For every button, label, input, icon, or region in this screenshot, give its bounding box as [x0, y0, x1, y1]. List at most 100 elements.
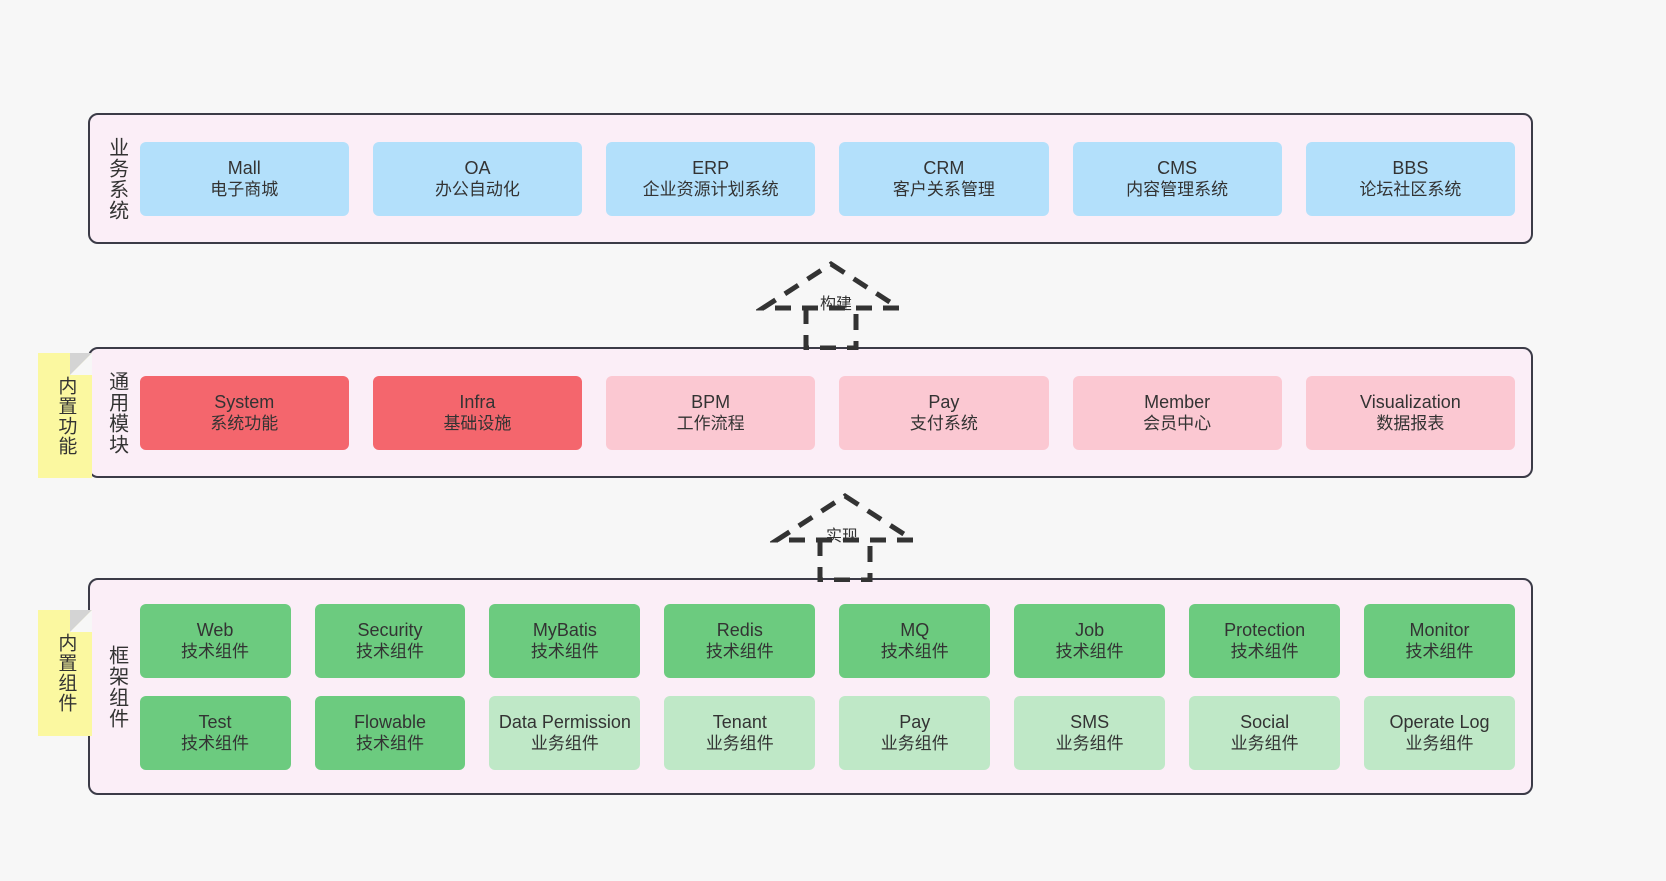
framework-card-social[interactable]: Social 业务组件 — [1189, 695, 1341, 770]
card-title-en: Web — [196, 619, 234, 640]
framework-card-sms[interactable]: SMS 业务组件 — [1014, 695, 1166, 770]
card-title-en: Operate Log — [1389, 711, 1490, 732]
common-card-pay[interactable]: Pay 支付系统 — [839, 375, 1049, 450]
layer-common-caption: 通用模块 — [105, 370, 128, 455]
card-title-cn: 业务组件 — [1055, 734, 1124, 754]
business-card-mall[interactable]: Mall 电子商城 — [139, 141, 349, 216]
card-title-cn: 数据报表 — [1376, 414, 1445, 434]
card-title-cn: 技术组件 — [705, 642, 774, 662]
common-card-member[interactable]: Member 会员中心 — [1072, 375, 1282, 450]
layer-framework-component: 框架组件 Web 技术组件 Security 技术组件 MyBatis 技术组件… — [88, 578, 1533, 795]
card-title-en: Tenant — [712, 711, 767, 732]
card-title-cn: 技术组件 — [181, 642, 250, 662]
framework-card-operate-log[interactable]: Operate Log 业务组件 — [1364, 695, 1515, 770]
card-title-cn: 技术组件 — [355, 642, 424, 662]
layer-business-caption: 业务系统 — [105, 136, 128, 221]
framework-card-mq[interactable]: MQ 技术组件 — [839, 603, 991, 678]
card-title-en: Flowable — [353, 711, 426, 732]
card-title-en: MQ — [900, 619, 930, 640]
connector-implement-arrow: 实现 — [770, 490, 920, 582]
card-title-en: OA — [464, 157, 491, 178]
generalization-arrow-icon — [756, 261, 906, 350]
card-title-en: Test — [198, 711, 232, 732]
card-title-en: Mall — [227, 157, 261, 178]
framework-card-test[interactable]: Test 技术组件 — [139, 695, 291, 770]
framework-card-data-permission[interactable]: Data Permission 业务组件 — [489, 695, 641, 770]
card-title-cn: 内容管理系统 — [1126, 180, 1229, 200]
card-title-cn: 技术组件 — [1230, 642, 1299, 662]
business-card-bbs[interactable]: BBS 论坛社区系统 — [1305, 141, 1515, 216]
card-title-cn: 业务组件 — [705, 734, 774, 754]
card-title-cn: 电子商城 — [210, 180, 279, 200]
card-title-en: CRM — [923, 157, 965, 178]
card-title-en: SMS — [1070, 711, 1110, 732]
common-cards-area: System 系统功能 Infra 基础设施 BPM 工作流程 Pay 支付系统… — [139, 349, 1531, 476]
card-title-en: Job — [1075, 619, 1105, 640]
common-card-visualization[interactable]: Visualization 数据报表 — [1305, 375, 1515, 450]
card-title-cn: 技术组件 — [1055, 642, 1124, 662]
sticky-note-builtin-components: 内置组件 — [38, 610, 92, 736]
card-title-en: Pay — [928, 391, 960, 412]
business-card-cms[interactable]: CMS 内容管理系统 — [1072, 141, 1282, 216]
framework-card-flowable[interactable]: Flowable 技术组件 — [314, 695, 466, 770]
card-title-en: Social — [1240, 711, 1290, 732]
framework-card-pay[interactable]: Pay 业务组件 — [839, 695, 991, 770]
layer-common-module: 通用模块 System 系统功能 Infra 基础设施 BPM 工作流程 Pay… — [88, 347, 1533, 478]
business-cards-area: Mall 电子商城 OA 办公自动化 ERP 企业资源计划系统 CRM 客户关系… — [139, 115, 1531, 242]
generalization-arrow-icon — [770, 493, 920, 582]
card-title-en: Redis — [716, 619, 763, 640]
card-title-cn: 技术组件 — [530, 642, 599, 662]
card-title-cn: 会员中心 — [1143, 414, 1212, 434]
framework-card-redis[interactable]: Redis 技术组件 — [664, 603, 816, 678]
framework-card-row-1: Web 技术组件 Security 技术组件 MyBatis 技术组件 Redi… — [139, 603, 1515, 678]
card-title-cn: 客户关系管理 — [892, 180, 995, 200]
card-title-en: Security — [357, 619, 423, 640]
framework-cards-area: Web 技术组件 Security 技术组件 MyBatis 技术组件 Redi… — [139, 580, 1531, 793]
card-title-en: Protection — [1224, 619, 1306, 640]
card-title-cn: 系统功能 — [210, 414, 279, 434]
layer-framework-caption: 框架组件 — [105, 644, 128, 729]
card-title-en: Visualization — [1360, 391, 1461, 412]
sticky-note-label: 内置组件 — [55, 633, 77, 713]
card-title-cn: 技术组件 — [1405, 642, 1474, 662]
card-title-cn: 支付系统 — [909, 414, 978, 434]
framework-card-protection[interactable]: Protection 技术组件 — [1189, 603, 1341, 678]
card-title-cn: 企业资源计划系统 — [642, 180, 779, 200]
card-title-en: BPM — [691, 391, 731, 412]
card-title-cn: 论坛社区系统 — [1359, 180, 1462, 200]
card-title-en: BBS — [1392, 157, 1429, 178]
framework-card-row-2: Test 技术组件 Flowable 技术组件 Data Permission … — [139, 695, 1515, 770]
layer-business-system: 业务系统 Mall 电子商城 OA 办公自动化 ERP 企业资源计划系统 CRM… — [88, 113, 1533, 244]
card-title-en: Infra — [459, 391, 496, 412]
card-title-cn: 业务组件 — [530, 734, 599, 754]
sticky-note-label: 内置功能 — [55, 375, 77, 456]
card-title-cn: 技术组件 — [355, 734, 424, 754]
card-title-en: Data Permission — [498, 711, 631, 732]
business-card-row: Mall 电子商城 OA 办公自动化 ERP 企业资源计划系统 CRM 客户关系… — [139, 141, 1515, 216]
card-title-en: System — [214, 391, 275, 412]
common-card-system[interactable]: System 系统功能 — [139, 375, 349, 450]
framework-card-job[interactable]: Job 技术组件 — [1014, 603, 1166, 678]
framework-card-monitor[interactable]: Monitor 技术组件 — [1364, 603, 1515, 678]
card-title-en: Monitor — [1409, 619, 1470, 640]
card-title-en: MyBatis — [532, 619, 597, 640]
card-title-cn: 业务组件 — [880, 734, 949, 754]
framework-card-mybatis[interactable]: MyBatis 技术组件 — [489, 603, 641, 678]
framework-card-security[interactable]: Security 技术组件 — [314, 603, 466, 678]
card-title-cn: 工作流程 — [676, 414, 745, 434]
framework-card-tenant[interactable]: Tenant 业务组件 — [664, 695, 816, 770]
common-card-bpm[interactable]: BPM 工作流程 — [606, 375, 816, 450]
card-title-cn: 基础设施 — [443, 414, 512, 434]
card-title-en: ERP — [692, 157, 730, 178]
card-title-en: Pay — [899, 711, 931, 732]
connector-implement-label: 实现 — [826, 528, 859, 545]
connector-build-label: 构建 — [820, 296, 853, 313]
card-title-en: Member — [1144, 391, 1211, 412]
card-title-cn: 业务组件 — [1230, 734, 1299, 754]
card-title-cn: 办公自动化 — [434, 180, 520, 200]
business-card-oa[interactable]: OA 办公自动化 — [372, 141, 583, 216]
framework-card-web[interactable]: Web 技术组件 — [139, 603, 291, 678]
business-card-erp[interactable]: ERP 企业资源计划系统 — [606, 141, 816, 216]
common-card-infra[interactable]: Infra 基础设施 — [372, 375, 583, 450]
business-card-crm[interactable]: CRM 客户关系管理 — [839, 141, 1049, 216]
